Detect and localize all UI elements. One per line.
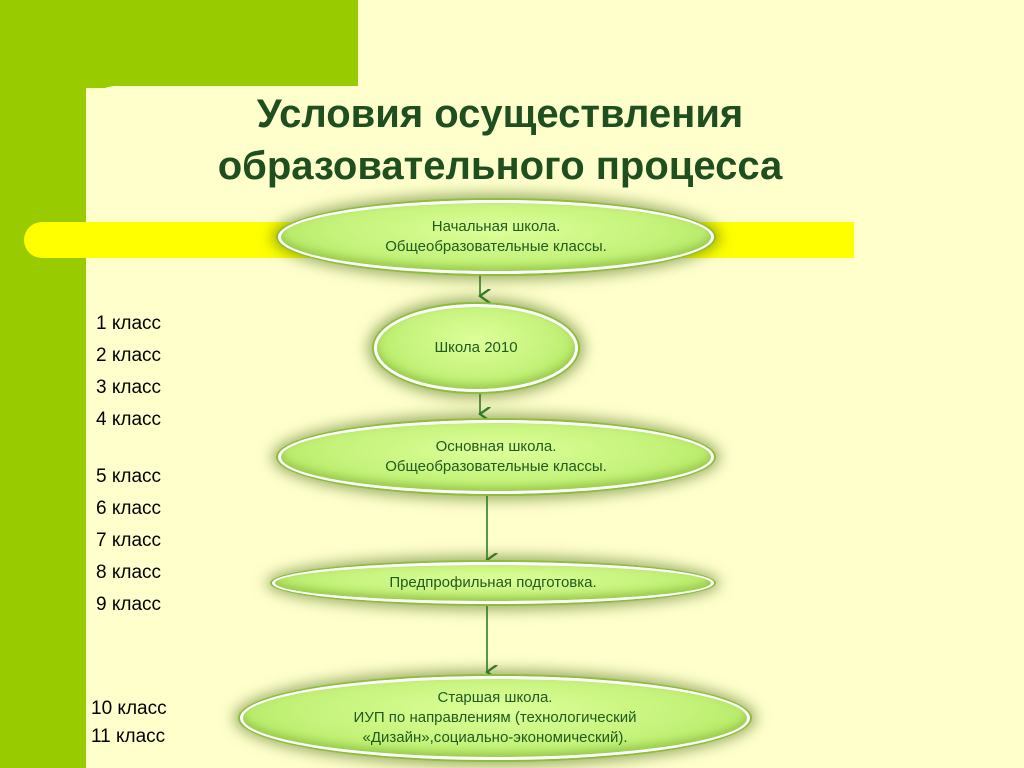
grade-label: 9 класс [96, 594, 162, 615]
node-school-2010: Школа 2010 [374, 304, 578, 392]
node-senior-school: Старшая школа. ИУП по направлениям (техн… [240, 676, 750, 760]
node-basic-line-1: Основная школа. [435, 438, 557, 455]
title-line-1: Условия осуществления [256, 92, 744, 136]
slide-title: Условия осуществления образовательного п… [150, 88, 850, 192]
node-primary-line-2: Общеобразовательные классы. [385, 238, 607, 255]
grade-label: 11 класс [91, 726, 166, 747]
node-preprofile: Предпрофильная подготовка. [272, 562, 714, 604]
node-primary-school: Начальная школа. Общеобразовательные кла… [278, 200, 714, 274]
grade-label: 8 класс [96, 562, 162, 583]
node-senior-line-3: «Дизайн»,социально-экономический). [362, 729, 628, 746]
background-cream-top [358, 0, 1024, 88]
grade-label: 2 класс [96, 345, 162, 366]
grade-label: 4 класс [96, 409, 162, 430]
node-senior-line-2: ИУП по направлениям (технологический [353, 709, 637, 726]
node-primary-line-1: Начальная школа. [431, 218, 561, 235]
node-senior-line-1: Старшая школа. [437, 689, 553, 706]
title-line-2: образовательного процесса [217, 144, 783, 188]
background-green-left [0, 0, 86, 768]
grade-label: 6 класс [96, 498, 162, 519]
node-2010-line-1: Школа 2010 [434, 339, 518, 356]
node-basic-line-2: Общеобразовательные классы. [385, 458, 607, 475]
grade-label: 10 класс [91, 698, 167, 719]
grade-label: 7 класс [96, 530, 162, 551]
grade-label: 1 класс [96, 313, 162, 334]
grade-label: 3 класс [96, 377, 162, 398]
node-preprofile-line-1: Предпрофильная подготовка. [389, 574, 597, 591]
grade-label: 5 класс [96, 466, 162, 487]
node-basic-school: Основная школа. Общеобразовательные клас… [278, 420, 714, 494]
